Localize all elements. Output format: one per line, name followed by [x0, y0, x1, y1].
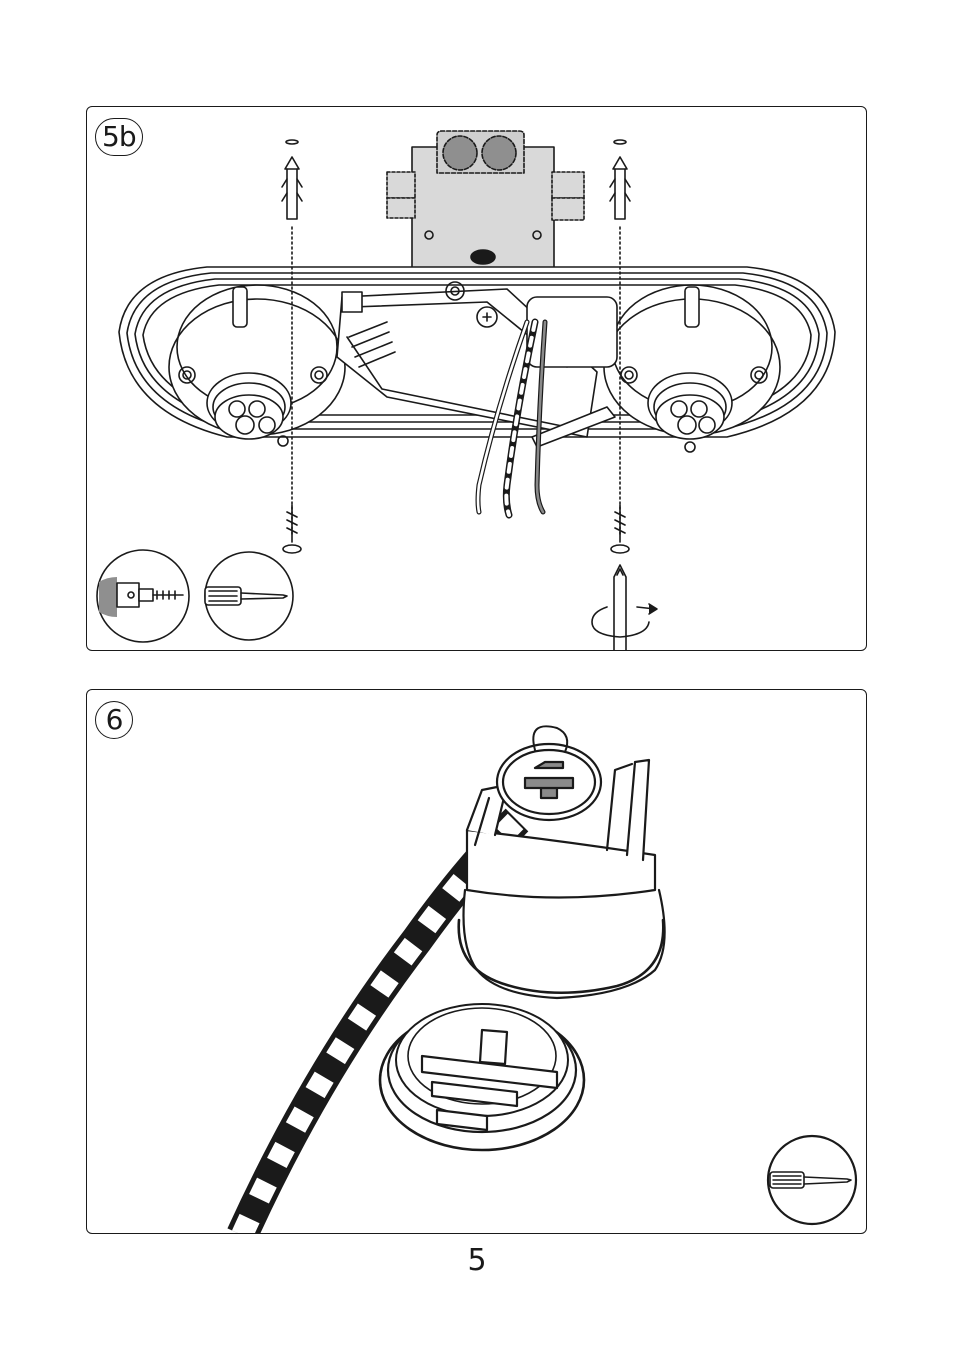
step-number-badge: 5b: [95, 118, 143, 156]
step-number-badge: 6: [95, 701, 133, 739]
page-number: 5: [0, 1243, 954, 1278]
screw-right: [611, 505, 629, 553]
step-5b-illustration: [87, 107, 867, 651]
wall-plug-left: [282, 140, 302, 219]
wall-plug-right: [610, 140, 630, 219]
drill-icon: [97, 550, 189, 642]
socket-cap: [380, 1004, 584, 1150]
screwdriver-icon: [205, 552, 293, 640]
step-5b-panel: 5b: [86, 106, 867, 651]
lamp-socket: [459, 726, 665, 998]
junction-box: [387, 131, 584, 269]
screwdriver-rotation: [592, 565, 657, 651]
screwdriver-icon: [768, 1136, 856, 1224]
step-6-panel: 6: [86, 689, 867, 1234]
screw-left: [283, 505, 301, 553]
step-6-illustration: [87, 690, 867, 1234]
